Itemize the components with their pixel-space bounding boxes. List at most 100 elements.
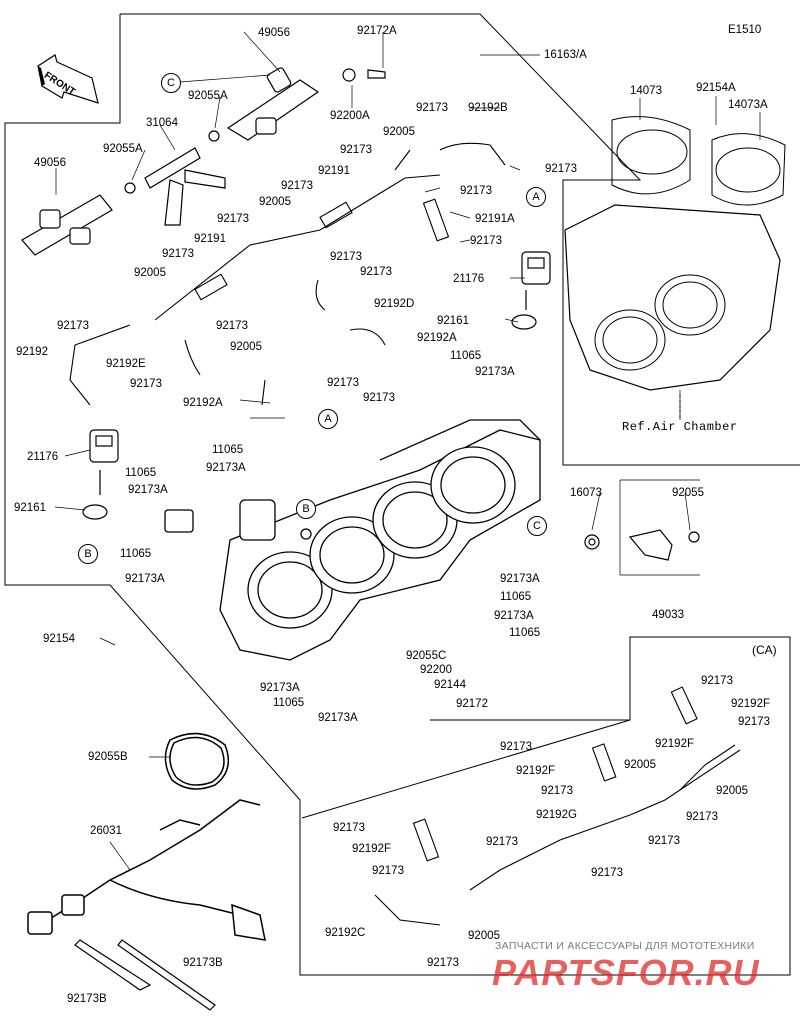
part-label: 21176 [27, 451, 59, 463]
part-label: 92192D [374, 298, 415, 310]
part-label: 92005 [624, 759, 656, 771]
part-label: 92192E [106, 358, 146, 370]
part-label: 92005 [230, 341, 262, 353]
part-label: 92055A [188, 90, 228, 102]
wiring-harness-26031 [27, 799, 266, 941]
part-label: 92173 [470, 235, 502, 247]
part-label: 92055A [103, 143, 143, 155]
part-label: 11065 [120, 548, 152, 560]
part-label: 92173 [57, 320, 89, 332]
part-label: 92173A [475, 366, 515, 378]
part-label: 92161 [14, 502, 46, 514]
part-label: 92192G [536, 809, 577, 821]
callout-c-top: C [161, 73, 181, 93]
ca-hoses [374, 686, 741, 926]
part-label: 92173 [541, 785, 573, 797]
part-label: 92154 [43, 633, 75, 645]
part-label: 92173 [372, 865, 404, 877]
part-label: 92173 [460, 185, 492, 197]
part-label: 92173 [130, 378, 162, 390]
part-label: 92192F [352, 843, 392, 855]
part-label: 92173 [738, 716, 770, 728]
part-label: 92173A [206, 462, 246, 474]
injector-49033 [584, 529, 700, 561]
part-label: 11065 [212, 444, 244, 456]
part-label: 92173A [500, 573, 540, 585]
part-label: 92173A [494, 610, 534, 622]
part-label: 92005 [468, 930, 500, 942]
part-label: 92173A [128, 484, 168, 496]
part-label: 92173A [125, 573, 165, 585]
part-label: 92192F [516, 765, 556, 777]
cable-ties-92173B [74, 939, 216, 1011]
sensor-21176-right [511, 251, 551, 330]
part-label: 92144 [434, 679, 466, 691]
part-label: 92173 [340, 144, 372, 156]
part-label: 92173 [281, 180, 313, 192]
part-label: 49056 [258, 27, 290, 39]
part-label: 11065 [450, 350, 482, 362]
part-label: 92005 [716, 785, 748, 797]
ca-variant-label: (CA) [752, 643, 777, 657]
part-label: 31064 [146, 117, 178, 129]
part-label: 92055B [88, 751, 128, 763]
part-label: 11065 [125, 467, 157, 479]
part-label: 11065 [273, 697, 305, 709]
part-label: 16163/A [544, 49, 587, 61]
part-label: 92200 [420, 664, 452, 676]
part-label: 92192F [655, 738, 695, 750]
front-arrow-icon [37, 54, 99, 104]
part-label: 92154A [696, 82, 736, 94]
part-label: 92173 [216, 320, 248, 332]
part-label: 92173 [427, 957, 459, 969]
part-label: 92173 [545, 163, 577, 175]
part-label: 92173 [701, 675, 733, 687]
part-label: 11065 [500, 591, 532, 603]
part-label: 92161 [437, 315, 469, 327]
part-label: 92173 [162, 248, 194, 260]
part-label: 92192A [417, 332, 457, 344]
part-label: 92173B [67, 993, 107, 1005]
part-label: 92173B [183, 957, 223, 969]
reference-note: Ref.Air Chamber [622, 420, 738, 434]
part-label: 92172A [357, 25, 397, 37]
fuel-rail-lower [21, 182, 136, 256]
part-label: 92173A [260, 682, 300, 694]
part-label: 92192A [183, 397, 223, 409]
part-label: 21176 [453, 273, 485, 285]
diagram-code: E1510 [728, 24, 762, 36]
part-label: 92055C [406, 650, 447, 662]
part-label: 92192 [16, 346, 48, 358]
part-label: 49033 [652, 609, 684, 621]
callout-a-top: A [526, 187, 546, 207]
part-label: 92192B [468, 102, 508, 114]
part-label: 92005 [259, 196, 291, 208]
watermark-tagline: ЗАПЧАСТИ И АКСЕССУАРЫ ДЛЯ МОТОТЕХНИКИ [495, 940, 755, 952]
part-label: 92192C [325, 927, 366, 939]
part-label: 92005 [383, 126, 415, 138]
part-label: 11065 [509, 627, 541, 639]
part-label: 92200A [330, 110, 370, 122]
part-label: 92173A [318, 712, 358, 724]
part-label: 92173 [217, 213, 249, 225]
part-label: 92192F [731, 698, 771, 710]
air-chamber-illustration [564, 116, 786, 420]
part-label: 92005 [134, 267, 166, 279]
fuel-rail-upper [226, 67, 386, 141]
part-label: 92173 [333, 822, 365, 834]
vacuum-hoses [69, 142, 506, 406]
fuel-pipe-31064 [144, 130, 226, 226]
part-label: 92191A [475, 213, 515, 225]
part-label: 14073 [630, 85, 662, 97]
callout-a-body: A [318, 409, 338, 429]
part-label: 92173 [486, 836, 518, 848]
throttle-body-assembly [164, 419, 541, 661]
part-label: 16073 [570, 487, 602, 499]
gasket-92055B [164, 732, 230, 790]
part-label: 92173 [363, 392, 395, 404]
sensor-21176-left [82, 429, 119, 520]
callout-b-sensor: B [78, 544, 98, 564]
watermark-logo: PARTSFOR.RU [492, 952, 760, 993]
part-label: 92173 [591, 867, 623, 879]
